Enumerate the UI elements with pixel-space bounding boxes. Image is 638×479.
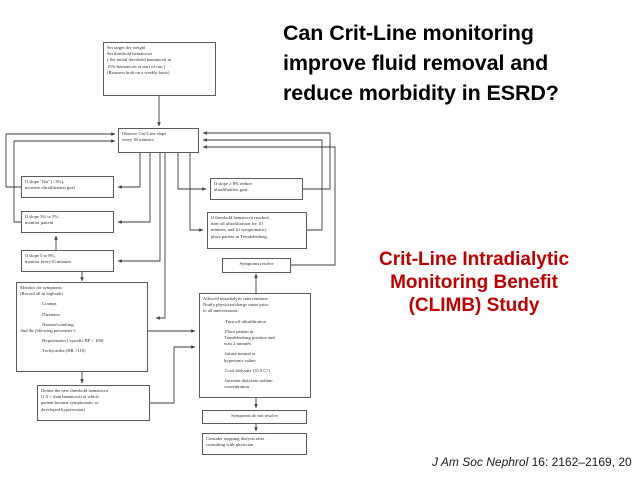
- node-slope-flat: If slope "flat" (<3%), increase ultrafil…: [21, 176, 114, 198]
- symptom-bullet: .Hypotension ( systolic BP < 100): [41, 338, 104, 344]
- node-line: Notify physician/charge nurse prior: [203, 302, 269, 308]
- node-line: every 30 minutes: [122, 137, 154, 143]
- citation-locator: 16: 2162–2169, 20: [528, 455, 632, 469]
- node-slope-5-to-8: If slope 5 to 8%, monitor every10 minute…: [21, 250, 114, 272]
- node-observe-crit-line-slope: Observe Crit-Line slope every 30 minutes: [118, 128, 199, 153]
- node-line: monitor every10 minutes: [25, 259, 72, 265]
- node-line: If slope 5 to 8%,: [25, 253, 56, 258]
- study-name-heading: Crit-Line Intradialytic Monitoring Benef…: [340, 248, 608, 317]
- node-line: (Record all in logbook): [20, 291, 63, 297]
- node-consider-stopping-dialysis: Consider stopping dialysis after consult…: [202, 433, 307, 455]
- node-line: Set target dry weight: [107, 45, 146, 50]
- node-line: Set threshold hematocrit: [107, 51, 152, 57]
- node-monitor-for-symptoms: Monitor for symptoms: (Record all in log…: [16, 282, 148, 372]
- intervention-bullet: .Place patient in: [224, 328, 254, 334]
- node-line: Monitor for symptoms:: [20, 285, 63, 290]
- node-symptoms-resolve: Symptoms resolve: [222, 258, 291, 273]
- title-line-2: improve fluid removal and: [283, 51, 549, 75]
- node-define-new-threshold-hematocrit: Define the new threshold hematocrit (1.0…: [37, 385, 150, 421]
- intervention-bullet: .Turn off ultrafiltration: [224, 318, 266, 324]
- node-line: Symptoms do not resolve: [231, 413, 278, 418]
- flowchart-connectors: [5, 96, 336, 432]
- symptom-bullet: .Nausea/vomiting: [41, 321, 74, 327]
- node-slope-3-to-5: If slope 3% to 5%, monitor patient: [21, 211, 114, 233]
- node-line: patient became symptomatic or: [41, 400, 99, 406]
- intervention-bullet-cont: hypertonic saline: [224, 357, 256, 363]
- intervention-bullet: .Infuse normal or: [224, 351, 256, 357]
- node-initial-settings: Set target dry weight Set threshold hema…: [103, 42, 216, 96]
- node-line: If threshold hematocrit reached,: [211, 215, 270, 220]
- intervention-bullet-cont: wait 2 minutes: [224, 341, 252, 347]
- intervention-bullet: .Cool dialysate (35.9 C°): [224, 367, 270, 373]
- node-line: to all interventions.: [203, 308, 239, 314]
- title-line-1: Can Crit-Line monitoring: [283, 21, 534, 45]
- citation-journal: J Am Soc Nephrol: [432, 455, 529, 469]
- node-line: If slope 3% to 5%,: [25, 214, 60, 219]
- node-line: 15%-hematocrit at start of run.): [107, 63, 166, 69]
- slide-title: Can Crit-Line monitoring improve fluid r…: [283, 18, 633, 108]
- intervention-bullet-cont: Trendelenburg position and: [224, 335, 275, 341]
- node-allowed-intradialytic-interventions: Allowed intradialytic interventions: Not…: [199, 293, 311, 398]
- intervention-bullet: .Increase dialysate sodium: [224, 378, 273, 384]
- parameters-note: And the following parameter's: [20, 328, 76, 334]
- symptom-bullet: .Dizziness: [41, 311, 61, 317]
- symptom-bullet: .Cramps: [41, 301, 57, 307]
- node-line: ( Set initial threshold hematocrit at: [107, 57, 171, 63]
- node-line: If slope ≥ 8% reduce: [214, 181, 253, 186]
- node-line: place patient in Trendelenberg.: [211, 233, 268, 239]
- node-line: Allowed intradialytic interventions:: [203, 296, 269, 301]
- node-line: turn off ultrafiltration for 10: [211, 221, 263, 227]
- node-line: (1.0 < than hematocrit at which: [41, 394, 99, 400]
- journal-citation: J Am Soc Nephrol 16: 2162–2169, 20: [432, 455, 632, 469]
- intervention-bullet-cont: concentration: [224, 384, 249, 390]
- node-symptoms-do-not-resolve: Symptoms do not resolve: [202, 410, 307, 424]
- title-line-3: reduce morbidity in ESRD?: [283, 81, 559, 105]
- node-line: (Reassess both on a weekly basis): [107, 69, 170, 75]
- node-line: monitor patient: [25, 220, 54, 226]
- node-line: consulting with physician: [206, 442, 254, 448]
- node-threshold-hematocrit-reached: If threshold hematocrit reached, turn of…: [207, 212, 307, 249]
- clinical-protocol-flowchart: Set target dry weight Set threshold hema…: [5, 42, 336, 455]
- node-line: minutes, and (if symptomatic): [211, 227, 267, 233]
- node-line: If slope "flat" (<3%),: [25, 179, 64, 184]
- node-line: ultrafiltration goal: [214, 187, 248, 193]
- study-line-2: Monitoring Benefit: [390, 272, 558, 293]
- node-line: Consider stopping dialysis after: [206, 436, 265, 441]
- symptom-bullet: .Tachycardia (HR >110): [41, 348, 86, 354]
- node-line: Symptoms resolve: [239, 261, 274, 266]
- node-line: Define the new threshold hematocrit: [41, 388, 109, 393]
- study-line-3: (CLIMB) Study: [408, 295, 540, 316]
- node-slope-greater-equal-8: If slope ≥ 8% reduce ultrafiltration goa…: [210, 178, 303, 200]
- study-line-1: Crit-Line Intradialytic: [378, 249, 570, 270]
- node-line: developed hypotension): [41, 406, 86, 412]
- node-line: increase ultrafiltration goal: [25, 185, 75, 191]
- node-line: Observe Crit-Line slope: [122, 131, 167, 136]
